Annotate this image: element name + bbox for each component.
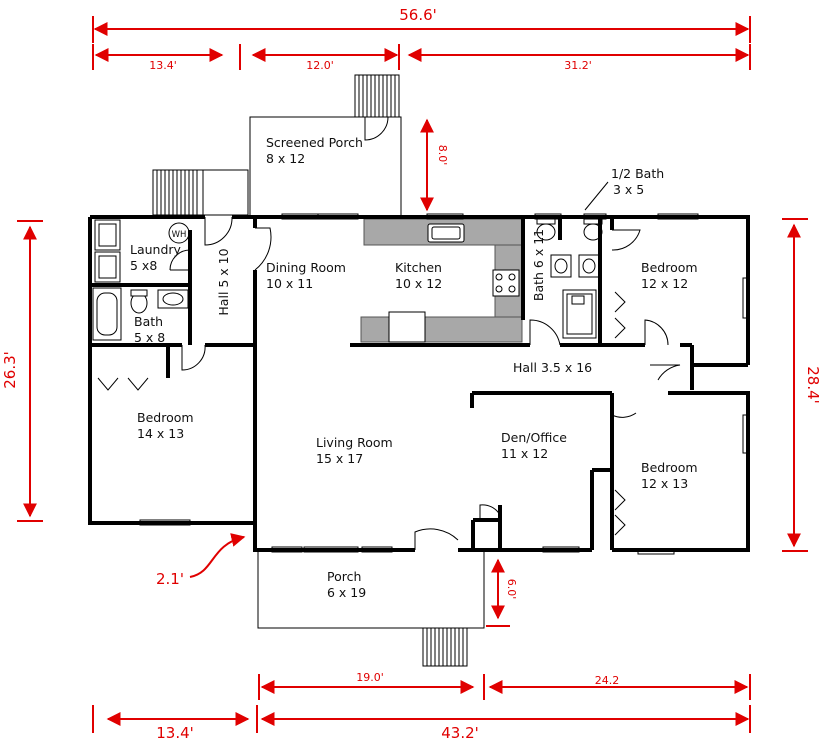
bath-small-size: 5 x 8 xyxy=(134,330,165,345)
dim-right-height: 28.4' xyxy=(804,366,820,404)
dim-left-height: 26.3' xyxy=(1,351,19,389)
bedroom-se-name: Bedroom xyxy=(641,460,698,475)
half-bath-leader xyxy=(584,181,609,211)
dim-top-seg2: 12.0' xyxy=(306,59,334,72)
half-bath-size: 3 x 5 xyxy=(613,182,644,197)
dim-top-seg1: 13.4' xyxy=(149,59,177,72)
stairs-laundry xyxy=(152,169,249,216)
doors xyxy=(97,116,681,550)
porch-name: Porch xyxy=(327,569,361,584)
dim-bottom-seg2: 24.2 xyxy=(595,674,620,687)
dim-bottom-seg1: 19.0' xyxy=(356,671,384,684)
dim-bottom-total: 43.2' xyxy=(441,724,479,742)
room-labels: Screened Porch 8 x 12 1/2 Bath 3 x 5 Lau… xyxy=(130,135,698,600)
dining-size: 10 x 11 xyxy=(266,276,313,291)
dim-bottom-left: 13.4' xyxy=(156,724,194,742)
dim-top-seg3: 31.2' xyxy=(564,59,592,72)
half-bath-fixtures xyxy=(578,218,603,278)
hall-horizontal-label: Hall 3.5 x 16 xyxy=(513,360,592,375)
stairs-porch xyxy=(422,627,468,667)
kitchen-name: Kitchen xyxy=(395,260,442,275)
dim-offset: 2.1' xyxy=(156,570,184,588)
porch-size: 6 x 19 xyxy=(327,585,366,600)
bedroom-ne-name: Bedroom xyxy=(641,260,698,275)
dimension-labels: 56.6' 13.4' 12.0' 31.2' 8.0' 26.3' 28.4'… xyxy=(1,6,820,742)
bath-small-name: Bath xyxy=(134,314,163,329)
laundry-size: 5 x8 xyxy=(130,258,157,273)
screened-porch-outline xyxy=(249,116,402,216)
dim-porch-depth: 6.0' xyxy=(505,579,518,600)
den-name: Den/Office xyxy=(501,430,567,445)
bedroom-w-name: Bedroom xyxy=(137,410,194,425)
dining-name: Dining Room xyxy=(266,260,346,275)
kitchen-size: 10 x 12 xyxy=(395,276,442,291)
laundry-name: Laundry xyxy=(130,242,182,257)
hall-vertical-label: Hall 5 x 10 xyxy=(216,248,231,315)
screened-porch-size: 8 x 12 xyxy=(266,151,305,166)
bath-vertical-fixtures xyxy=(536,218,597,339)
bath-fixtures xyxy=(92,287,189,341)
bedroom-ne-size: 12 x 12 xyxy=(641,276,688,291)
dim-screened-porch-depth: 8.0' xyxy=(436,145,449,166)
stairs-screened-porch xyxy=(354,74,400,118)
laundry-fixtures xyxy=(94,219,190,283)
living-name: Living Room xyxy=(316,435,393,450)
bedroom-w-size: 14 x 13 xyxy=(137,426,184,441)
walls xyxy=(88,215,750,552)
screened-porch-name: Screened Porch xyxy=(266,135,363,150)
bedroom-se-size: 12 x 13 xyxy=(641,476,688,491)
water-heater-label: WH xyxy=(172,230,187,240)
half-bath-name: 1/2 Bath xyxy=(611,166,664,181)
living-size: 15 x 17 xyxy=(316,451,363,466)
bath-vertical-label: Bath 6 x 11 xyxy=(531,229,546,301)
porch-outline xyxy=(257,550,485,629)
dimension-lines xyxy=(17,16,808,733)
den-size: 11 x 12 xyxy=(501,446,548,461)
dim-top-total: 56.6' xyxy=(399,6,437,24)
